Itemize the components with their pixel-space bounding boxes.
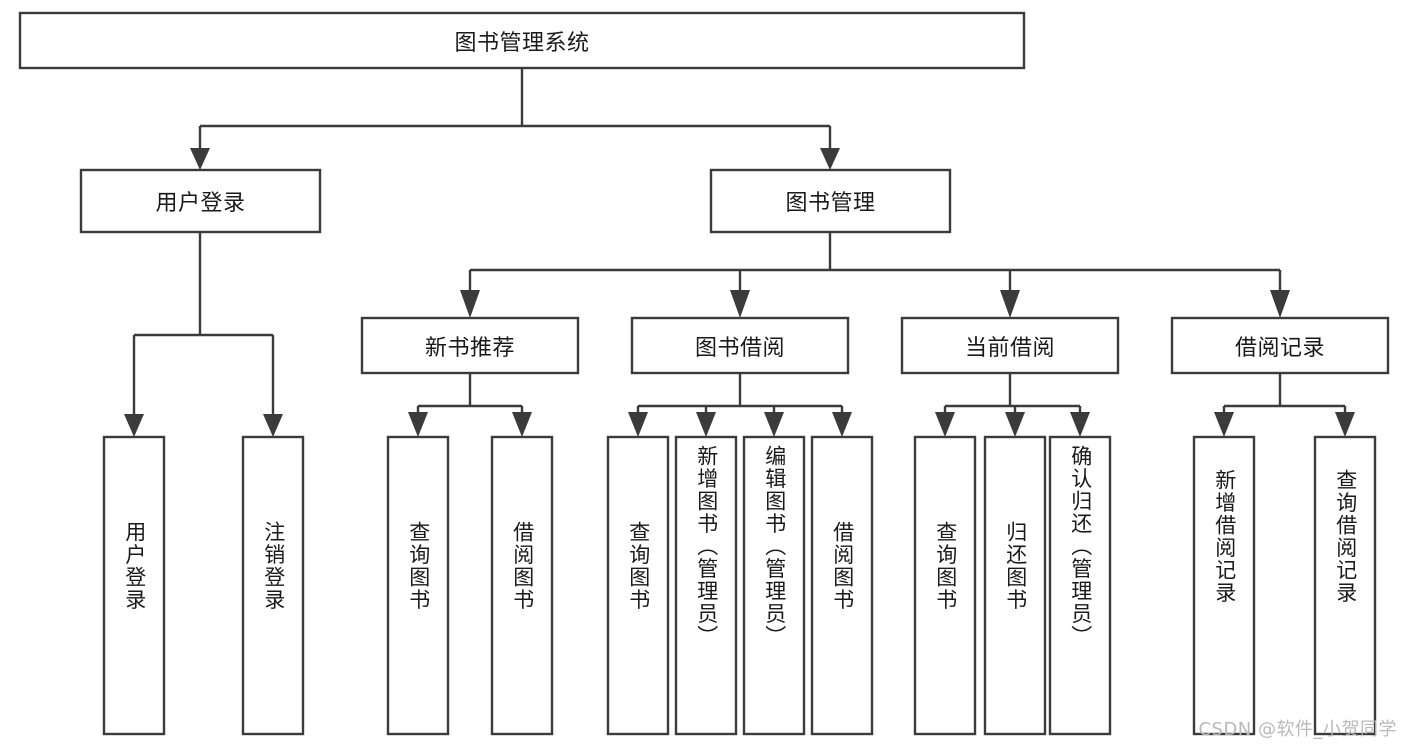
connector-root-to-level2 — [190, 68, 840, 170]
connector-bookmgmt-to-level3 — [460, 232, 1290, 318]
node-leaf-add-borrow-record[interactable] — [1192, 435, 1256, 736]
node-leaf-return-book[interactable] — [983, 435, 1047, 736]
node-leaf-borrow-book-newbook[interactable] — [490, 435, 554, 736]
node-current-borrow[interactable] — [900, 316, 1120, 375]
node-user-login[interactable] — [79, 168, 322, 234]
node-root[interactable] — [18, 11, 1026, 70]
connector-borrowrecord-to-leaves — [1214, 373, 1355, 437]
node-leaf-query-book-current[interactable] — [913, 435, 977, 736]
connector-currentborrow-to-leaves — [935, 373, 1090, 437]
node-book-borrow[interactable] — [630, 316, 850, 375]
node-leaf-user-login[interactable] — [102, 435, 166, 736]
connector-userlogin-to-leaves — [124, 232, 283, 437]
node-leaf-query-book-borrow[interactable] — [606, 435, 670, 736]
node-new-book-recommend[interactable] — [360, 316, 580, 375]
connector-newbook-to-leaves — [408, 373, 532, 437]
node-leaf-query-book-newbook[interactable] — [386, 435, 450, 736]
watermark: CSDN @软件_小贺同学 — [1198, 719, 1397, 740]
node-leaf-edit-book-admin[interactable] — [742, 435, 806, 736]
node-leaf-confirm-return-admin[interactable] — [1048, 435, 1112, 736]
node-leaf-add-book-admin[interactable] — [674, 435, 738, 736]
node-book-management[interactable] — [709, 168, 952, 234]
node-leaf-query-borrow-record[interactable] — [1313, 435, 1377, 736]
node-leaf-borrow-book[interactable] — [810, 435, 874, 736]
node-leaf-user-logout[interactable] — [241, 435, 305, 736]
connector-bookborrow-to-leaves — [628, 373, 852, 437]
node-borrow-record[interactable] — [1170, 316, 1390, 375]
